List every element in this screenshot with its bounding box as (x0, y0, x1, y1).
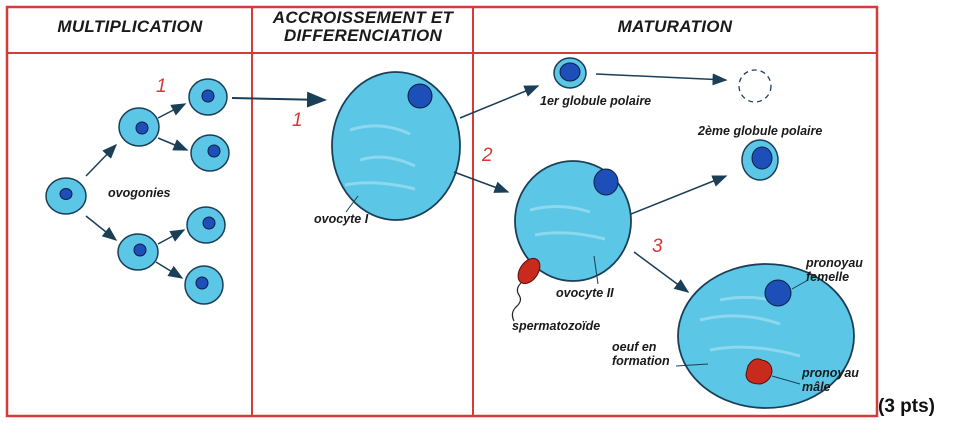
ovocyte-1-cell (332, 72, 460, 220)
header-multiplication: MULTIPLICATION (10, 18, 250, 36)
label-ovogonies: ovogonies (108, 186, 171, 200)
step-number-1-growth: 1 (292, 110, 303, 132)
label-second-polar-body: 2ème globule polaire (698, 124, 822, 138)
label-first-polar-body: 1er globule polaire (540, 94, 651, 108)
arrow-lower-d (156, 262, 182, 278)
arrow-to-globule-2 (626, 176, 726, 216)
female-pronucleus (765, 280, 791, 306)
degenerating-polar-body (739, 70, 771, 102)
arrow-root-lower (86, 216, 116, 240)
label-spermatozoide: spermatozoïde (512, 319, 600, 333)
label-pronoyau-femelle-line1: pronoyau (806, 256, 863, 270)
label-pronoyau-male-line2: mâle (802, 380, 859, 394)
male-pronucleus (746, 359, 772, 384)
ovogonie-cell-d (185, 266, 223, 304)
label-pronoyau-femelle: pronoyau femelle (806, 256, 863, 284)
second-polar-body (742, 140, 778, 180)
step-number-1-multiplication: 1 (156, 76, 167, 98)
ovogonie-cell-c (187, 207, 225, 243)
label-pronoyau-male-line1: pronoyau (802, 366, 859, 380)
label-ovocyte-1: ovocyte I (314, 212, 368, 226)
header-growth-line1: ACCROISSEMENT ET (254, 9, 472, 27)
arrow-upper-a (158, 104, 185, 118)
arrow-to-egg (634, 252, 688, 292)
ovogonie-cell-b (191, 135, 229, 171)
label-oeuf: oeuf en formation (612, 340, 670, 368)
arrow-lower-c (158, 230, 184, 244)
arrow-globule-1-division (596, 74, 726, 80)
header-growth: ACCROISSEMENT ET DIFFERENCIATION (254, 9, 472, 45)
label-oeuf-line2: formation (612, 354, 670, 368)
header-growth-line2: DIFFERENCIATION (254, 27, 472, 45)
first-polar-body (554, 58, 586, 88)
label-pronoyau-male: pronoyau mâle (802, 366, 859, 394)
label-ovocyte-2: ovocyte II (556, 286, 614, 300)
arrow-to-globule-1 (460, 86, 538, 118)
step-number-2: 2 (482, 145, 493, 167)
label-oeuf-line1: oeuf en (612, 340, 670, 354)
arrow-to-ovocyte-2 (454, 172, 508, 192)
label-pronoyau-femelle-line2: femelle (806, 270, 863, 284)
arrow-growth (232, 98, 325, 100)
points-label: (3 pts) (878, 396, 935, 418)
arrow-root-upper (86, 145, 116, 176)
ovogonie-cell-a (189, 79, 227, 115)
ovogonie-cell-root (46, 178, 86, 214)
ovogonie-cell-upper (119, 108, 159, 146)
ovogonie-cell-lower (118, 234, 158, 270)
step-number-3: 3 (652, 236, 663, 258)
header-maturation: MATURATION (475, 18, 875, 36)
spermatozoid (512, 254, 544, 321)
arrow-upper-b (158, 138, 187, 150)
